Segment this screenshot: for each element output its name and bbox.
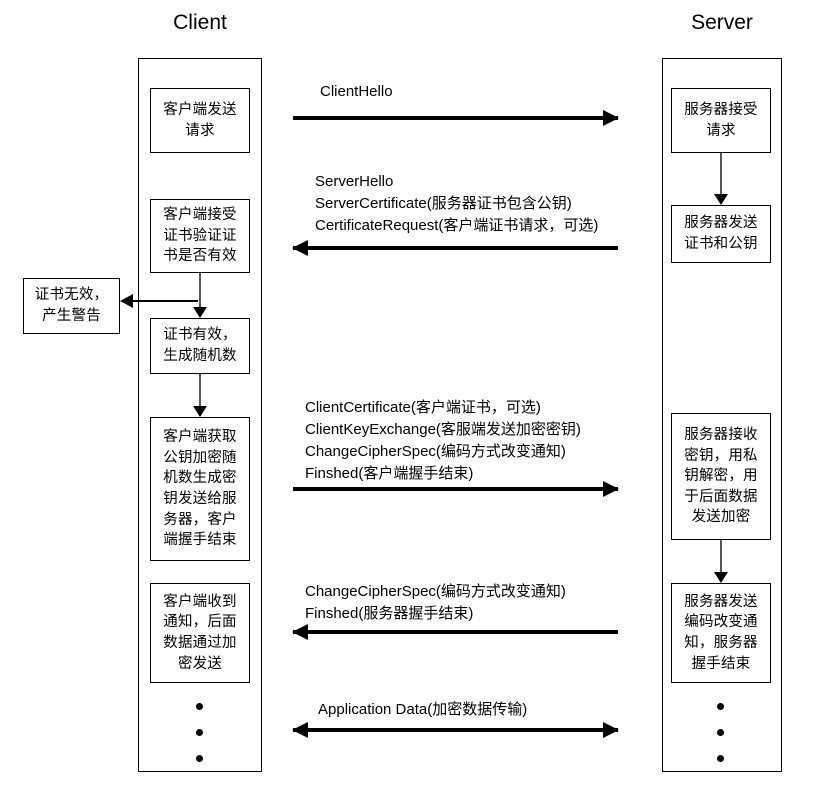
client-connector-valid-to-encrypt [193,374,207,417]
message-client-key-label: ClientCertificate(客户端证书，可选) ClientKeyExc… [305,397,581,485]
message-client-key-line-0: ClientCertificate(客户端证书，可选) [305,399,541,416]
message-client-hello-line-0: ClientHello [320,83,393,100]
message-application-data-arrow [292,722,619,738]
client-step-cert-valid-label: 证书有效，生成随机数 [163,327,237,364]
client-step-receive-notice-label: 客户端收到通知，后面数据通过加密发送 [163,593,237,672]
message-server-changecipher-label: ChangeCipherSpec(编码方式改变通知) Finshed(服务器握手… [305,581,566,625]
client-step-verify-cert-label: 客户端接受证书验证证书是否有效 [163,207,237,265]
message-server-hello-arrow [292,240,618,256]
server-step-send-cert[interactable]: 服务器发送证书和公钥 [671,205,771,263]
server-step-receive-key-label: 服务器接收密钥，用私钥解密，用于后面数据发送加密 [684,427,758,526]
cert-invalid-alert-label: 证书无效，产生警告 [34,287,109,324]
client-step-encrypt-key[interactable]: 客户端获取公钥加密随机数生成密钥发送给服务器，客户端握手结束 [150,417,250,561]
server-step-send-cert-label: 服务器发送证书和公钥 [684,215,758,252]
message-application-data-line-0: Application Data(加密数据传输) [318,701,528,718]
cert-invalid-branch-arrowhead [120,294,133,308]
server-connector-accept-to-send [714,153,728,205]
server-column-title: Server [691,11,753,34]
server-connector-receive-to-changecipher [714,540,728,583]
server-step-send-changecipher[interactable]: 服务器发送编码改变通知，服务器握手结束 [671,583,771,683]
server-step-receive-key[interactable]: 服务器接收密钥，用私钥解密，用于后面数据发送加密 [671,413,771,540]
message-client-key-line-3: Finshed(客户端握手结束) [305,465,474,483]
server-ellipsis-dots [717,703,724,762]
client-step-encrypt-key-label: 客户端获取公钥加密随机数生成密钥发送给服务器，客户端握手结束 [163,429,237,549]
client-step-send-request-label: 客户端发送请求 [163,101,237,139]
server-step-accept-request-label: 服务器接受请求 [684,101,758,139]
message-server-hello-line-0: ServerHello [315,173,394,190]
message-server-hello-line-2: CertificateRequest(客户端证书请求，可选) [315,217,599,235]
cert-invalid-branch-shaft [133,300,198,303]
client-step-cert-valid[interactable]: 证书有效，生成随机数 [150,318,250,374]
message-client-key-line-2: ChangeCipherSpec(编码方式改变通知) [305,443,566,461]
client-step-send-request[interactable]: 客户端发送请求 [150,88,250,153]
message-client-key-line-1: ClientKeyExchange(客服端发送加密密钥) [305,421,581,439]
message-server-hello-line-1: ServerCertificate(服务器证书包含公钥) [315,195,572,213]
message-application-data-label: Application Data(加密数据传输) [318,699,527,721]
server-step-accept-request[interactable]: 服务器接受请求 [671,88,771,153]
message-server-changecipher-line-1: Finshed(服务器握手结束) [305,605,474,623]
message-client-hello-label: ClientHello [320,81,393,103]
client-connector-verify-to-valid [193,273,207,318]
message-client-key-arrow [293,481,619,497]
cert-invalid-alert-box[interactable]: 证书无效，产生警告 [23,278,120,334]
message-client-hello-arrow [293,110,619,126]
client-ellipsis-dots [196,703,203,762]
message-server-hello-label: ServerHello ServerCertificate(服务器证书包含公钥)… [315,171,598,237]
client-step-receive-notice[interactable]: 客户端收到通知，后面数据通过加密发送 [150,583,250,683]
client-step-verify-cert[interactable]: 客户端接受证书验证证书是否有效 [150,199,250,273]
server-step-send-changecipher-label: 服务器发送编码改变通知，服务器握手结束 [684,593,758,672]
message-server-changecipher-arrow [292,624,618,640]
client-column-title: Client [173,11,227,34]
message-server-changecipher-line-0: ChangeCipherSpec(编码方式改变通知) [305,583,566,600]
